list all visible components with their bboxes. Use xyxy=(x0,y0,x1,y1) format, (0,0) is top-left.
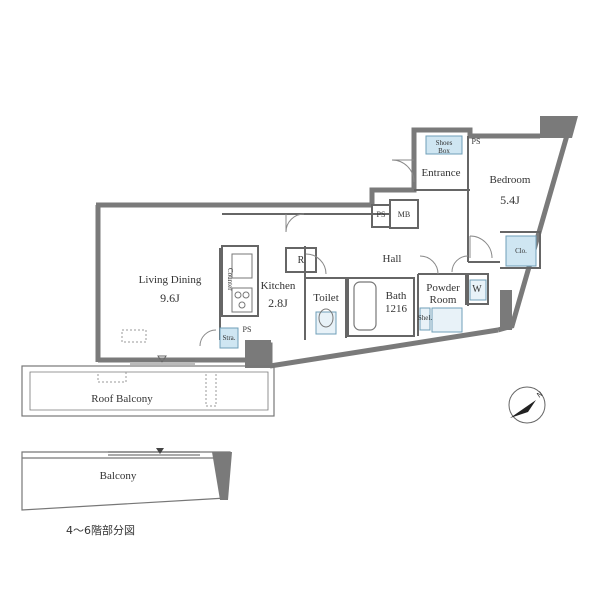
toilet-bowl xyxy=(318,308,334,328)
entry-arrow xyxy=(157,355,167,363)
ac-marker xyxy=(205,371,217,407)
kitchen-size: 2.8J xyxy=(268,296,288,310)
powder-room-label-1: Powder xyxy=(426,282,460,294)
wall-column xyxy=(245,340,271,368)
bedroom-label: Bedroom xyxy=(489,174,531,186)
balcony-label: Balcony xyxy=(99,470,137,482)
entry-arrow xyxy=(156,448,164,454)
wall-column xyxy=(500,290,512,330)
hall-label: Hall xyxy=(382,253,402,265)
balcony-wall xyxy=(212,452,232,500)
living-dining-label: Living Dining xyxy=(138,274,202,286)
washbasin-fixture xyxy=(431,307,463,333)
kitchen-stove xyxy=(231,287,253,313)
door-swings xyxy=(199,159,493,347)
toilet-fixture xyxy=(315,311,337,335)
bath-size: 1216 xyxy=(385,303,407,315)
counter-label: Counter xyxy=(226,268,234,291)
balcony-door xyxy=(108,451,200,456)
shelf-fixture xyxy=(419,307,431,331)
interior-walls xyxy=(219,136,541,340)
washer-label: W xyxy=(472,284,482,295)
refrigerator-label: R xyxy=(297,255,305,266)
kitchen-sink xyxy=(231,253,253,279)
mb-label: MB xyxy=(397,210,411,219)
entrance-label: Entrance xyxy=(421,167,461,179)
washer-fixture xyxy=(469,279,487,301)
powder-room-label-2: Room xyxy=(429,294,457,306)
bedroom-size: 5.4J xyxy=(500,193,520,207)
bathtub xyxy=(353,281,377,331)
kitchen-label: Kitchen xyxy=(260,280,296,292)
shelf-label: Shel. xyxy=(417,314,433,322)
wall-column xyxy=(540,116,578,138)
compass-icon: N xyxy=(508,386,546,424)
toilet-label: Toilet xyxy=(313,292,339,304)
compass-label: N xyxy=(536,390,545,400)
roof-balcony-outline xyxy=(21,365,275,417)
storage-label: Stra. xyxy=(222,334,236,342)
ps-kitchen-label: PS xyxy=(242,325,252,334)
roof-balcony-label: Roof Balcony xyxy=(91,393,153,405)
closet-label: Clo. xyxy=(515,247,527,255)
closet-fixture xyxy=(505,235,537,267)
ac-marker xyxy=(121,329,147,343)
floor-caption: 4～6階部分図 xyxy=(66,524,135,537)
ps-bedroom-label: PS xyxy=(471,137,481,146)
living-dining-size: 9.6J xyxy=(160,291,180,305)
ac-marker xyxy=(97,371,127,383)
shoes-box-label: Shoes Box xyxy=(435,139,453,155)
storage-fixture xyxy=(219,327,239,349)
bath-label: Bath xyxy=(385,290,407,302)
ps-hall-label: PS xyxy=(376,210,386,219)
shoes-box-fixture xyxy=(425,135,463,155)
fixtures xyxy=(219,135,537,349)
windows xyxy=(130,359,195,365)
